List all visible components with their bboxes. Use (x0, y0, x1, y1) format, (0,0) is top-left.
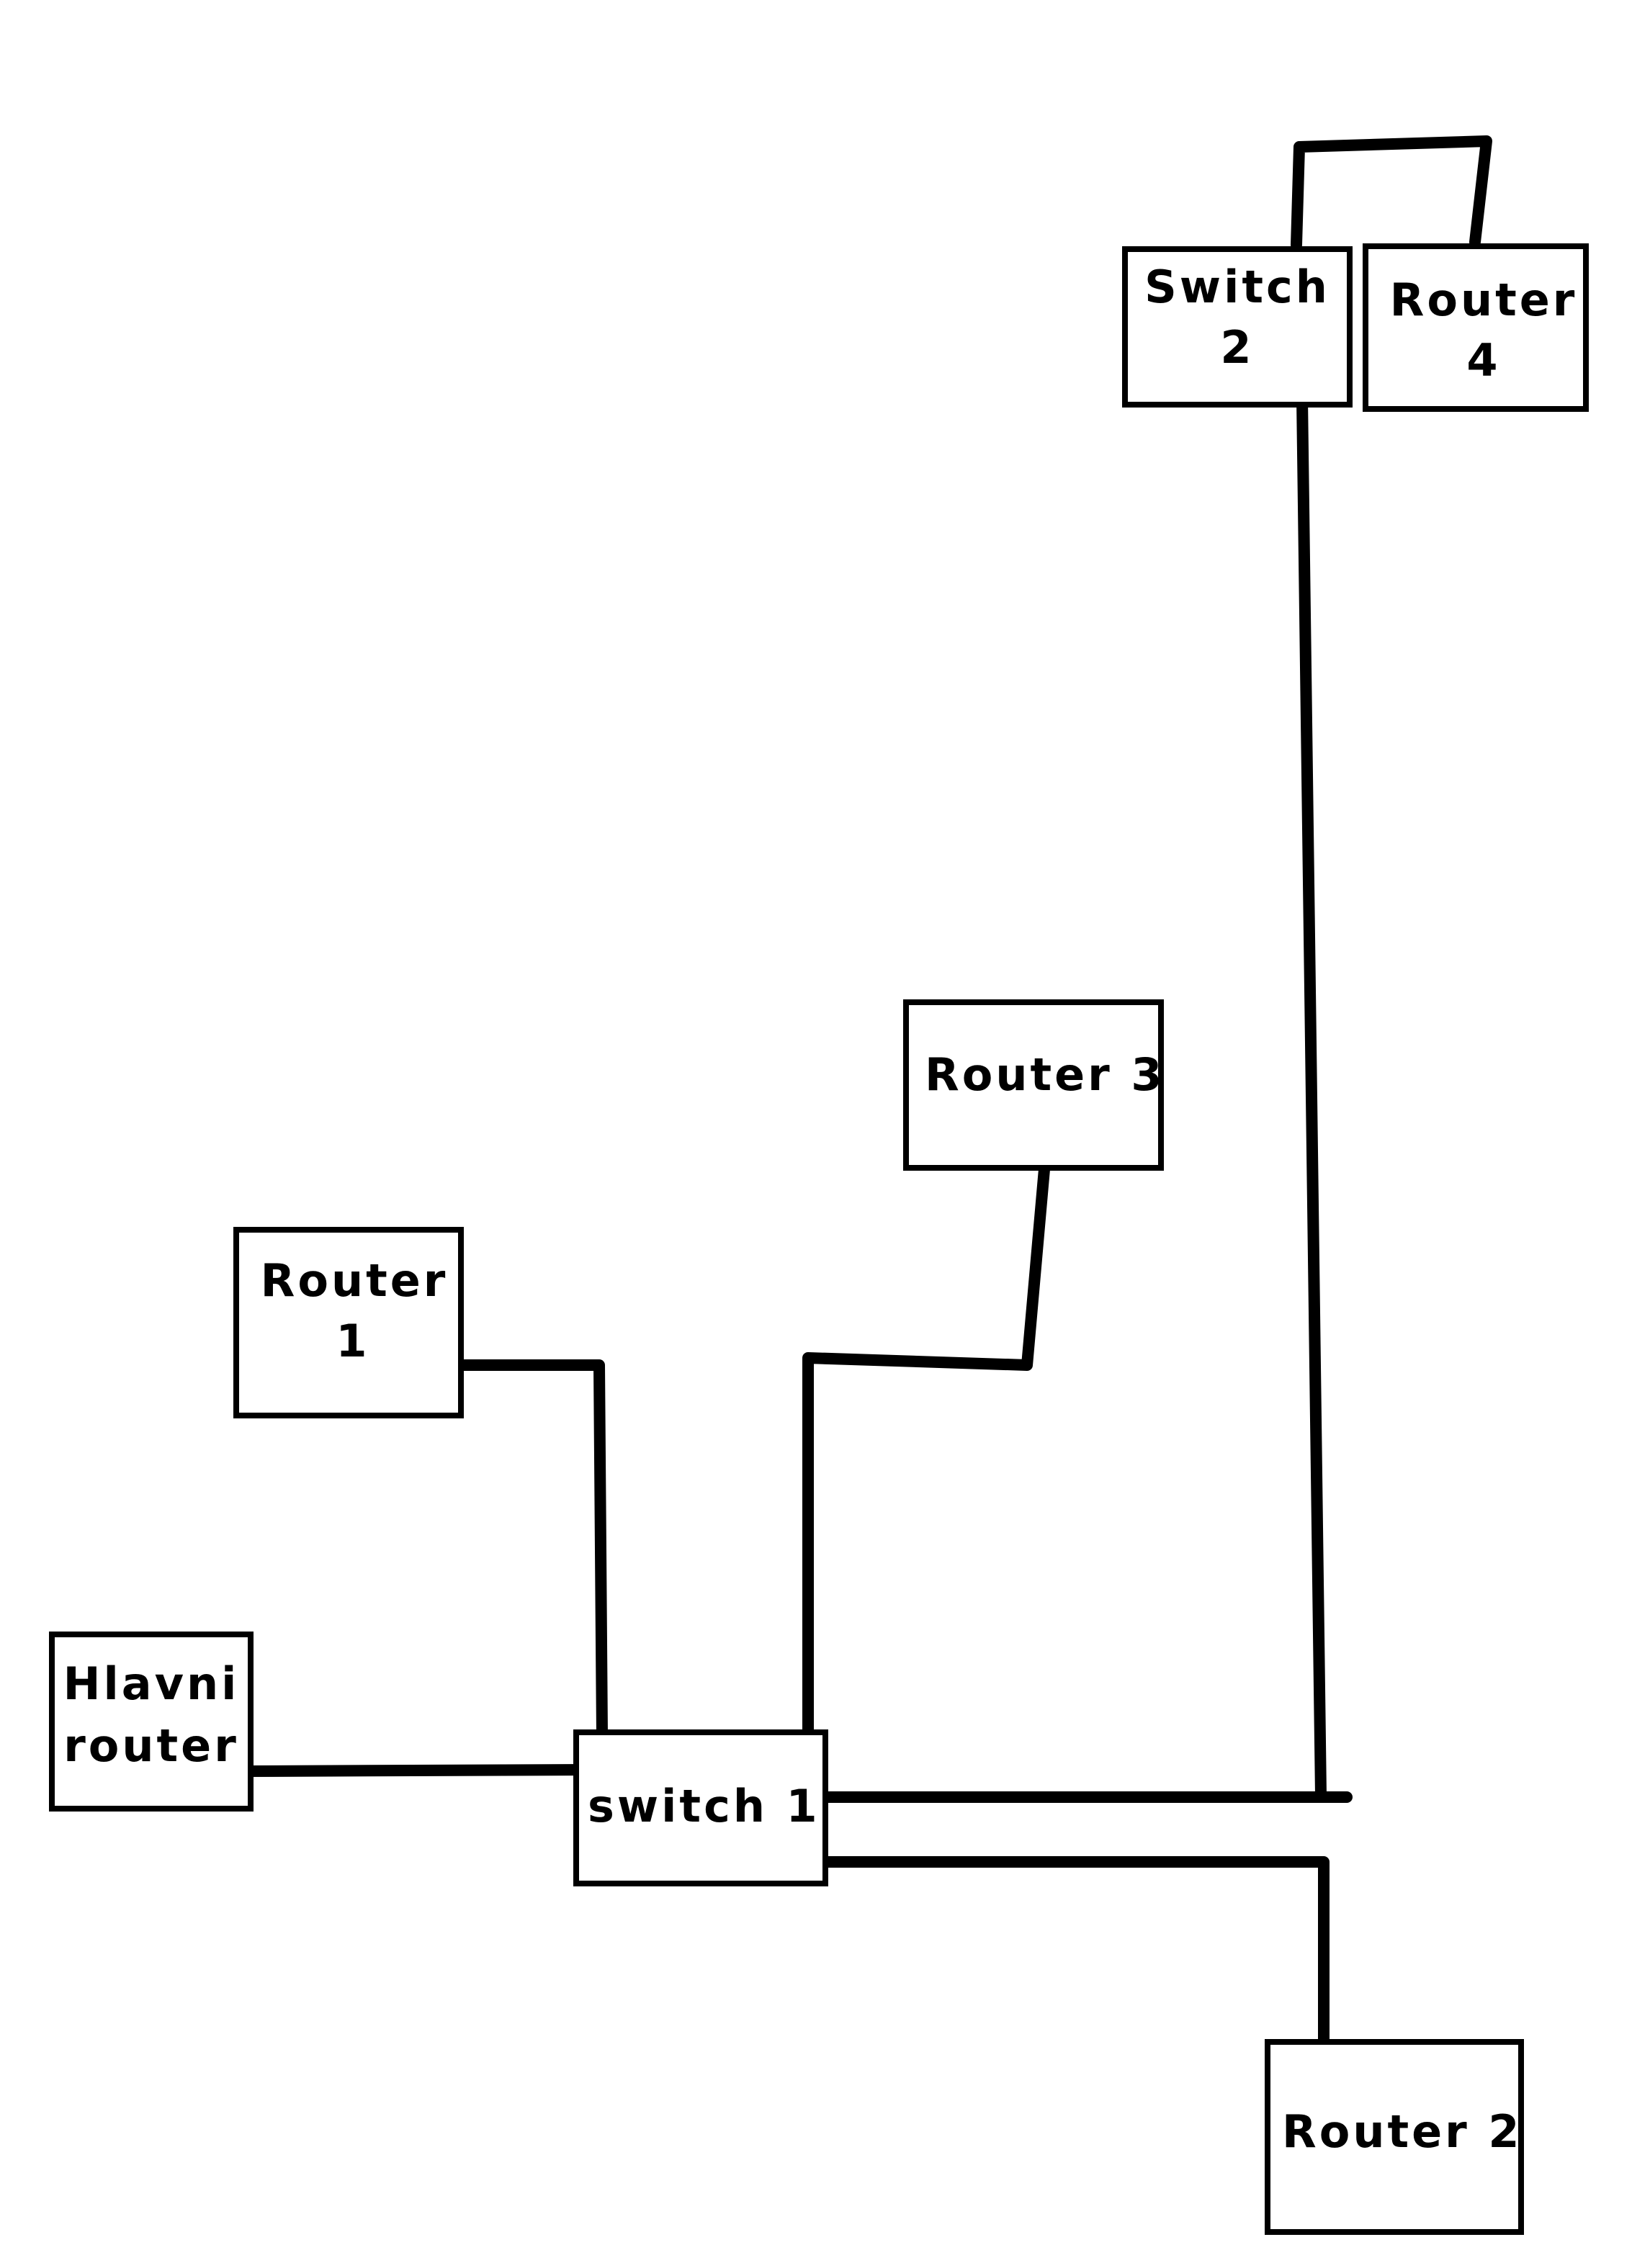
node-router-1: Router 1 (233, 1227, 464, 1418)
node-router-4: Router 4 (1363, 243, 1589, 412)
link-router1-switch1 (444, 1359, 608, 1741)
node-label: Switch (1144, 261, 1330, 313)
node-label: Router (261, 1254, 449, 1307)
node-hlavni-router: Hlavni router (49, 1632, 254, 1812)
node-router-3: Router 3 (903, 999, 1165, 1171)
link-router2-switch1 (815, 1856, 1330, 2091)
node-switch-2: Switch 2 (1122, 246, 1353, 408)
node-router-2: Router 2 (1265, 2039, 1524, 2235)
node-switch-1: switch 1 (573, 1729, 828, 1886)
node-label: Router (1390, 274, 1578, 326)
link-switch2-router4 (1291, 135, 1492, 251)
node-label: Router 2 (1282, 2105, 1522, 2158)
link-switch2-switch1-vertical (1296, 393, 1327, 1801)
node-label: router (63, 1719, 239, 1772)
node-label: Router 3 (925, 1048, 1165, 1101)
link-router3-switch1 (802, 1164, 1050, 1738)
node-label: 1 (336, 1315, 369, 1367)
node-label: switch 1 (588, 1780, 820, 1832)
node-label: Hlavni (63, 1657, 240, 1710)
node-label: 2 (1220, 321, 1254, 374)
node-label: 4 (1466, 334, 1500, 387)
link-hlavni-switch1 (239, 1764, 596, 1777)
